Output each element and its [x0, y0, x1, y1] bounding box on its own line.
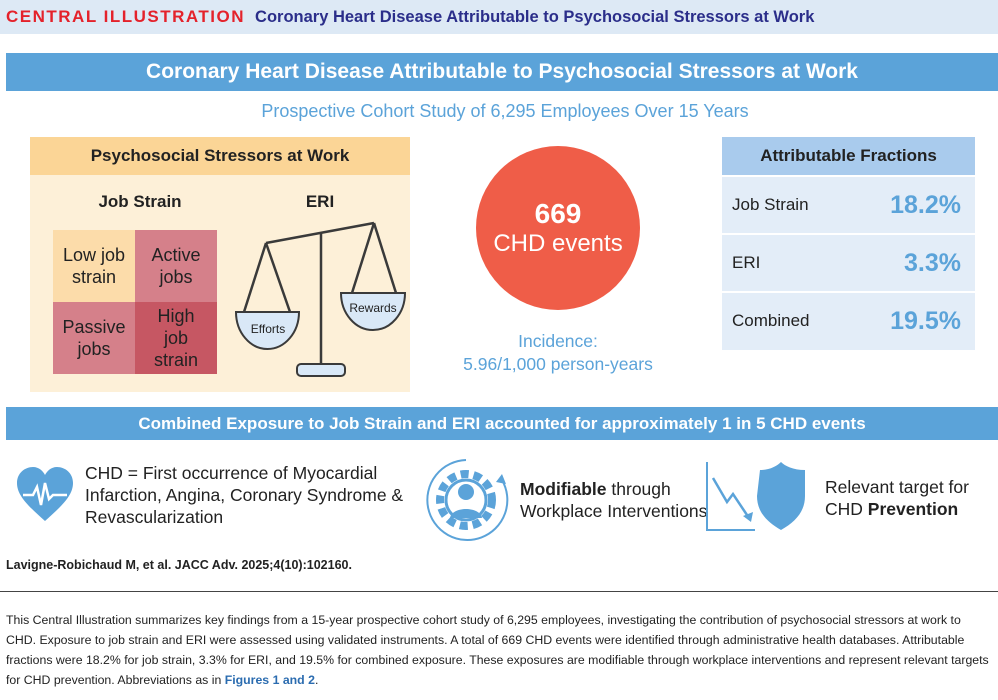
prevention-rest: Relevant target for CHD — [825, 476, 969, 519]
chd-events-circle: 669 CHD events — [476, 146, 640, 310]
fraction-value: 18.2% — [890, 190, 961, 219]
balance-scale-icon — [234, 221, 407, 377]
feature-chd-definition: CHD = First occurrence of Myocardial Inf… — [15, 462, 410, 528]
rewards-label: Rewards — [349, 301, 397, 315]
fraction-label: ERI — [732, 253, 761, 272]
incidence-value: 5.96/1,000 person-years — [463, 354, 653, 374]
cell-high-job-strain: High job strain — [135, 302, 217, 374]
fraction-value: 19.5% — [890, 306, 961, 335]
main-banner: Coronary Heart Disease Attributable to P… — [6, 53, 998, 91]
caption: This Central Illustration summarizes key… — [6, 610, 994, 690]
feature-prevention: Relevant target for CHD Prevention — [705, 460, 995, 535]
fraction-row: Job Strain 18.2% — [722, 175, 975, 233]
header-label: CENTRAL ILLUSTRATION — [6, 7, 246, 26]
modifiable-text: Modifiable through Workplace Interventio… — [520, 478, 710, 522]
divider — [0, 591, 998, 592]
fraction-label: Job Strain — [732, 195, 809, 214]
header: CENTRAL ILLUSTRATION Coronary Heart Dise… — [0, 0, 998, 34]
prevention-text: Relevant target for CHD Prevention — [825, 476, 995, 520]
figures-link[interactable]: Figures 1 and 2 — [224, 673, 315, 687]
fraction-row: ERI 3.3% — [722, 233, 975, 291]
caption-end: . — [314, 673, 319, 687]
events-count: 669 — [534, 198, 582, 229]
fraction-value: 3.3% — [904, 248, 961, 277]
stressors-title: Psychosocial Stressors at Work — [30, 137, 410, 175]
eri-label: ERI — [305, 192, 335, 211]
efforts-label: Efforts — [250, 322, 286, 336]
cell-low-job-strain: Low job strain — [53, 230, 135, 302]
header-title: Coronary Heart Disease Attributable to P… — [255, 7, 815, 26]
incidence-label: Incidence: — [518, 331, 598, 351]
modifiable-rest: through Workplace Interventions — [520, 479, 708, 521]
fraction-label: Combined — [732, 311, 810, 330]
chd-definition: CHD = First occurrence of Myocardial Inf… — [85, 463, 404, 527]
heart-pulse-icon — [17, 467, 73, 521]
shield-trend-down-icon — [706, 462, 805, 531]
feature-modifiable: Modifiable through Workplace Interventio… — [422, 456, 710, 544]
conclusion-banner: Combined Exposure to Job Strain and ERI … — [6, 407, 998, 440]
subtitle: Prospective Cohort Study of 6,295 Employ… — [261, 101, 749, 121]
modifiable-bold: Modifiable — [520, 479, 607, 499]
fractions-title: Attributable Fractions — [722, 137, 975, 175]
cell-passive-jobs: Passive jobs — [53, 302, 135, 374]
fraction-row: Combined 19.5% — [722, 291, 975, 349]
stressors-panel: Psychosocial Stressors at Work Job Strai… — [30, 137, 410, 392]
prevention-bold: Prevention — [867, 498, 959, 519]
events-label: CHD events — [493, 230, 623, 257]
gear-person-icon — [426, 459, 509, 541]
attributable-fractions-panel: Attributable Fractions Job Strain 18.2% E… — [722, 137, 975, 350]
caption-text: This Central Illustration summarizes key… — [6, 613, 989, 687]
cell-active-jobs: Active jobs — [135, 230, 217, 302]
citation: Lavigne-Robichaud M, et al. JACC Adv. 20… — [6, 558, 352, 572]
incidence: Incidence: 5.96/1,000 person-years — [430, 330, 686, 376]
job-strain-label: Job Strain — [98, 192, 182, 211]
